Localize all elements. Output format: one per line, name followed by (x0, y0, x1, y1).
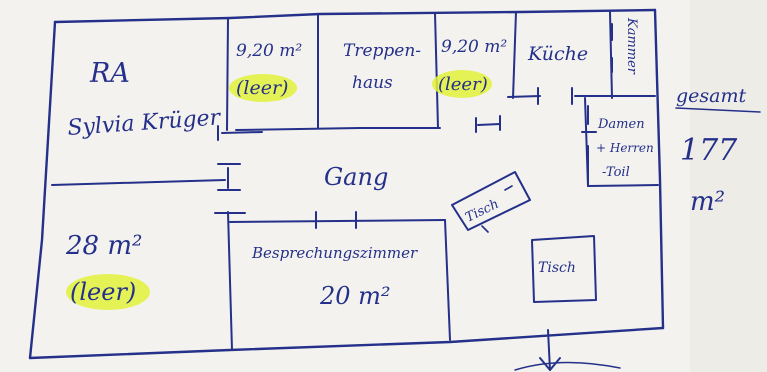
small-room-2-status: (leer) (438, 74, 488, 95)
interior-walls (51, 11, 659, 351)
kitchen-label: Küche (527, 43, 588, 65)
total-unit: m² (690, 187, 725, 217)
desk-2: Tisch (531, 235, 597, 303)
toilet-line3: -Toil (602, 165, 630, 180)
small-room-1-status: (leer) (236, 77, 288, 99)
total-underline (675, 107, 761, 113)
meeting-room-area: 20 m² (319, 282, 391, 310)
total-value: 177 (680, 133, 738, 168)
highlight-big-room (66, 274, 150, 310)
stairwell-line2: haus (352, 73, 393, 93)
total-label: gesamt (676, 85, 747, 107)
meeting-room-label: Besprechungszimmer (251, 244, 418, 262)
bottom-scribble (514, 361, 621, 371)
highlight-small-room-2 (432, 70, 492, 98)
small-room-2-area: 9,20 m² (441, 37, 507, 57)
stairwell-line1: Treppen- (343, 41, 421, 61)
paper-edge (690, 0, 767, 372)
outer-walls (28, 8, 665, 360)
corridor-label: Gang (324, 163, 388, 191)
highlight-small-room-1 (229, 74, 297, 102)
big-room-status: (leer) (70, 278, 136, 306)
toilet-line1: Damen (597, 117, 645, 132)
storage-label: Kammer (624, 17, 639, 75)
small-room-1-area: 9,20 m² (236, 41, 302, 61)
door-markers (214, 23, 613, 229)
toilet-line2: + Herren (596, 141, 654, 155)
big-room-area: 28 m² (65, 231, 142, 261)
desk-2-label: Tisch (538, 260, 576, 276)
ra-label: RA (89, 58, 130, 89)
